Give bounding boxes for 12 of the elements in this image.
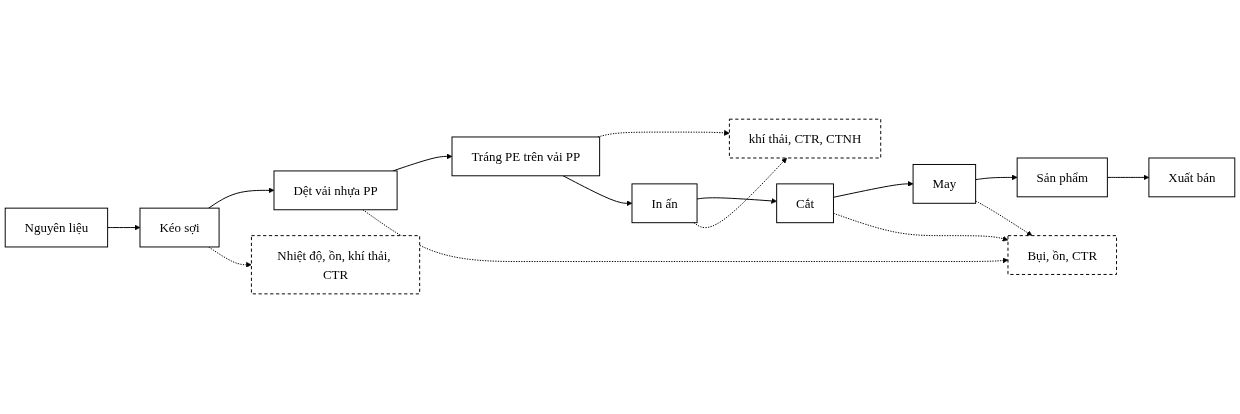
node-box: May: [912, 164, 977, 205]
node-box: Bụi, ồn, CTR: [1007, 235, 1118, 276]
node-box: Dệt vải nhựa PP: [273, 170, 398, 211]
node-box: In ấn: [631, 183, 698, 224]
node-box: Xuất bán: [1148, 158, 1236, 198]
node-box: khí thải, CTR, CTNH: [728, 119, 882, 159]
node-box: Nguyên liệu: [4, 208, 109, 248]
node-box: Nhiệt độ, ồn, khí thải, CTR: [250, 235, 421, 295]
node-box: Cắt: [776, 183, 834, 224]
node-box: Kéo sợi: [139, 208, 220, 248]
node-box: Tráng PE trên vải PP: [451, 136, 601, 177]
node-box: Sản phẩm: [1016, 158, 1108, 198]
